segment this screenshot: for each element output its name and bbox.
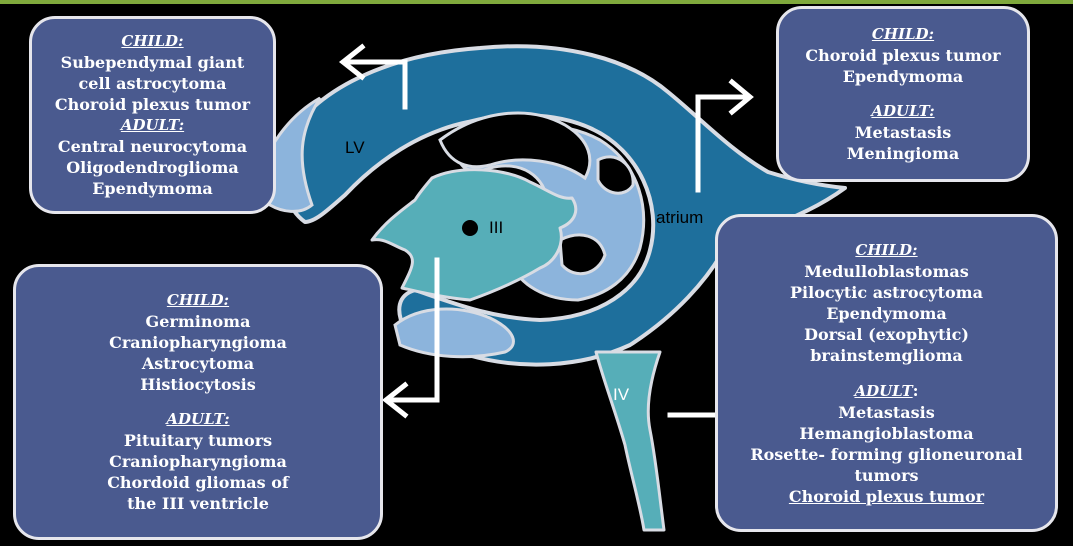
list-item: Chordoid gliomas of [107, 473, 289, 492]
list-item: cell astrocytoma [78, 74, 227, 93]
label-iii: III [489, 218, 503, 237]
list-item: Dorsal (exophytic) [804, 324, 969, 344]
list-item: Craniopharyngioma [109, 333, 287, 352]
child-header: CHILD: [166, 291, 230, 309]
label-lv: LV [345, 138, 365, 157]
list-item: tumors [854, 465, 919, 485]
adult-header-line: ADULT: [854, 380, 918, 402]
list-item: Oligodendroglioma [66, 158, 239, 177]
list-item: Choroid plexus tumor [788, 486, 985, 506]
list-item: Histiocytosis [140, 375, 256, 394]
list-item: Pilocytic astrocytoma [790, 282, 983, 302]
list-item: Ependymoma [92, 179, 213, 198]
list-item: Ependymoma [842, 67, 964, 86]
top-green-bar [0, 0, 1073, 4]
choroid-opening [558, 233, 607, 276]
list-item: Hemangioblastoma [799, 423, 974, 443]
info-box-top-right: CHILD: Choroid plexus tumor Ependymoma A… [776, 6, 1030, 182]
child-header: CHILD: [871, 25, 935, 43]
info-box-bottom-left: CHILD: Germinoma Craniopharyngioma Astro… [13, 264, 383, 540]
list-item: Rosette- forming glioneuronal [750, 444, 1023, 464]
foramen-opening [596, 155, 635, 195]
label-iv: IV [613, 385, 630, 404]
third-ventricle-dot [462, 220, 478, 236]
info-box-bottom-right: CHILD: Medulloblastomas Pilocytic astroc… [715, 214, 1058, 532]
fourth-ventricle [594, 350, 666, 532]
list-item: Craniopharyngioma [109, 452, 287, 471]
thalamus-opening [438, 111, 592, 181]
list-item: Astrocytoma [141, 354, 255, 373]
list-item: Central neurocytoma [57, 137, 248, 156]
child-header: CHILD: [121, 32, 184, 50]
list-item: the III ventricle [127, 494, 269, 513]
adult-header: ADULT: [166, 410, 230, 428]
info-box-top-left: CHILD: Subependymal giant cell astrocyto… [29, 16, 276, 214]
adult-header: ADULT: [120, 116, 185, 134]
list-item: Choroid plexus tumor [54, 95, 251, 114]
adult-header-colon: : [912, 380, 919, 400]
list-item: Subependymal giant [60, 53, 245, 72]
list-item: Pituitary tumors [123, 431, 273, 450]
arrow-top-right [695, 78, 754, 193]
list-item: Germinoma [145, 312, 251, 331]
list-item: Choroid plexus tumor [805, 46, 1001, 65]
adult-header: ADULT [854, 381, 913, 400]
list-item: brainstemglioma [810, 345, 963, 365]
adult-header: ADULT: [871, 102, 935, 120]
label-atrium: atrium [656, 208, 703, 227]
list-item: Metastasis [854, 123, 952, 142]
arrow-top-left [338, 43, 408, 110]
list-item: Ependymoma [826, 303, 947, 323]
list-item: Meningioma [846, 144, 960, 163]
child-header: CHILD: [855, 240, 918, 259]
arrow-bottom-left [381, 257, 440, 419]
list-item: Metastasis [838, 402, 935, 422]
list-item: Medulloblastomas [804, 261, 969, 281]
